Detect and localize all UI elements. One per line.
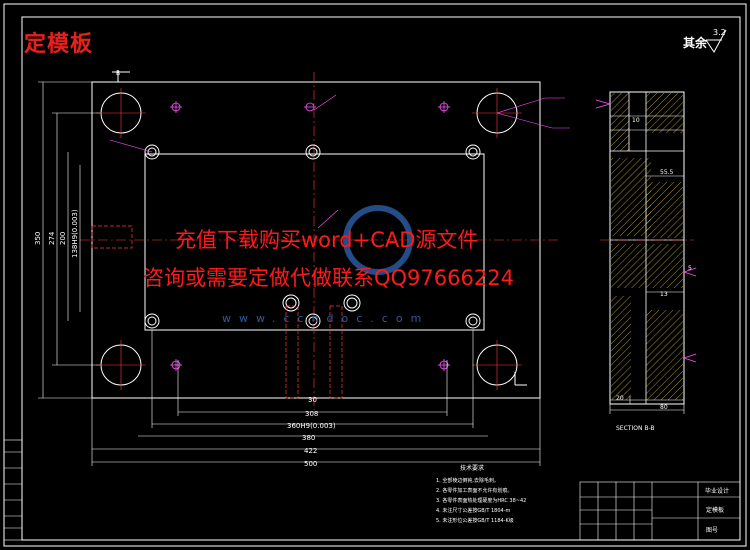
watermark-logo-icon	[343, 205, 413, 275]
dim-section-13: 13	[660, 291, 668, 298]
dim-500: 500	[304, 460, 317, 468]
horizontal-dimensions	[91, 330, 541, 466]
dim-350: 350	[34, 232, 42, 245]
tech-note-4: 4. 未注尺寸公差按GB/T 1804-m	[436, 507, 511, 514]
dim-section-5: 5	[688, 265, 692, 272]
title-block-drawing-no: 图号	[706, 527, 718, 534]
tech-note-1: 1. 全部棱边倒钝,去除毛刺。	[436, 477, 499, 484]
roughness-value: 3.2	[713, 28, 726, 37]
title-block	[579, 481, 741, 541]
tech-note-2: 2. 各零件加工表面不允许有划痕。	[436, 487, 512, 494]
dim-360: 360H9(0.003)	[287, 422, 336, 430]
dim-section-10: 10	[632, 117, 640, 124]
tech-note-3: 3. 各零件表面热处理硬度为HRC 38~42	[436, 497, 526, 504]
dim-30: 30	[308, 396, 317, 404]
screw-holes	[144, 144, 481, 329]
hole-markers	[170, 101, 450, 371]
dim-422: 422	[304, 447, 317, 455]
section-title: SECTION B-B	[616, 425, 655, 432]
hidden-features	[91, 225, 343, 399]
tech-note-5: 5. 未注形位公差按GB/T 1184-K级	[436, 517, 514, 524]
dim-section-55: 55.5	[660, 169, 674, 176]
title-block-part-name: 定模板	[706, 506, 724, 514]
watermark-site: www.ccndoc.com	[222, 312, 430, 325]
dim-380: 380	[302, 434, 315, 442]
vertical-dimensions	[38, 81, 100, 399]
dim-section-80: 80	[660, 404, 668, 411]
binding-strip	[3, 439, 23, 541]
drawing-title: 定模板	[24, 32, 94, 57]
roughness-symbol-icon	[705, 29, 727, 53]
dim-138: 138H9(0.003)	[71, 209, 79, 258]
title-block-school: 毕业设计	[705, 487, 729, 495]
dim-308: 308	[305, 410, 318, 418]
roughness-label: 其余	[683, 36, 708, 50]
watermark-line-2: 咨询或需要定做代做联系QQ97666224	[143, 266, 514, 290]
b-marker: B	[116, 70, 120, 77]
inner-border	[21, 16, 741, 541]
outer-border	[3, 3, 747, 547]
leader-lines	[109, 94, 570, 229]
center-lines	[80, 72, 560, 410]
watermark-line-1: 充值下载购买word+CAD源文件	[175, 228, 479, 252]
dim-section-20: 20	[616, 395, 624, 402]
dim-274: 274	[48, 231, 56, 245]
tech-req-title: 技术要求	[460, 464, 484, 472]
section-view	[595, 91, 697, 414]
section-marker	[112, 70, 527, 386]
dim-200: 200	[59, 232, 67, 245]
